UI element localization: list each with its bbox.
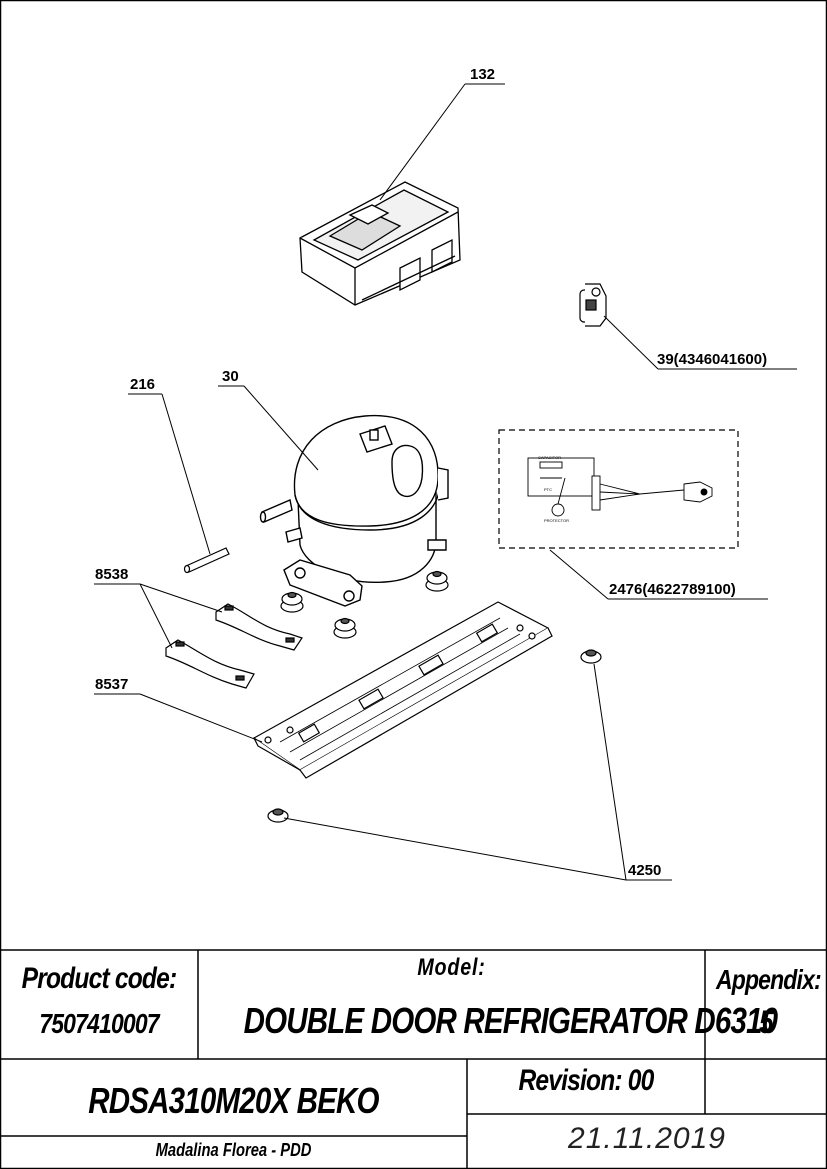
label-capacitor: CAPACITOR [538,455,561,460]
part-30-compressor [259,414,449,607]
callout-4250: 4250 [628,862,661,879]
label-protector: PROTECTOR [544,518,569,523]
model-label: Model: [417,954,486,981]
revision: Revision: 00 [518,1064,654,1097]
model-value: DOUBLE DOOR REFRIGERATOR D6310 [243,1000,778,1041]
part-2476-wiring-box [498,429,739,549]
part-8538-brackets [165,603,303,689]
leader-4250a [593,663,627,881]
leader-39 [603,315,659,370]
callout-216: 216 [130,376,155,393]
part-216-tube [183,547,230,574]
callout-8538: 8538 [95,566,128,583]
appendix-value: 5 [759,1004,774,1040]
callout-2476: 2476(4622789100) [609,581,736,598]
wiring-schematic [527,457,713,517]
part-grommets [280,570,449,639]
model-code: RDSA310M20X BEKO [88,1080,379,1121]
part-4250-clips [267,649,602,823]
author: Madalina Florea - PDD [155,1140,312,1160]
leader-2476 [549,549,609,600]
date: 21.11.2019 [568,1122,726,1155]
callout-30: 30 [222,368,239,385]
leader-216 [161,393,211,555]
part-39-relay [579,283,607,327]
product-code-label: Product code: [21,962,178,995]
title-block-grid [0,949,827,1169]
callout-132: 132 [470,66,495,83]
leader-8538a [139,583,223,613]
product-code-value: 7507410007 [39,1008,159,1039]
label-ptc: PTC [544,487,552,492]
appendix-label: Appendix: [715,964,822,995]
callout-39: 39(4346041600) [657,351,767,368]
callout-8537: 8537 [95,676,128,693]
leader-4250b [283,817,627,881]
leader-132 [379,83,466,201]
part-132-box-cover [299,181,461,306]
part-8537-base-rail [252,601,553,779]
